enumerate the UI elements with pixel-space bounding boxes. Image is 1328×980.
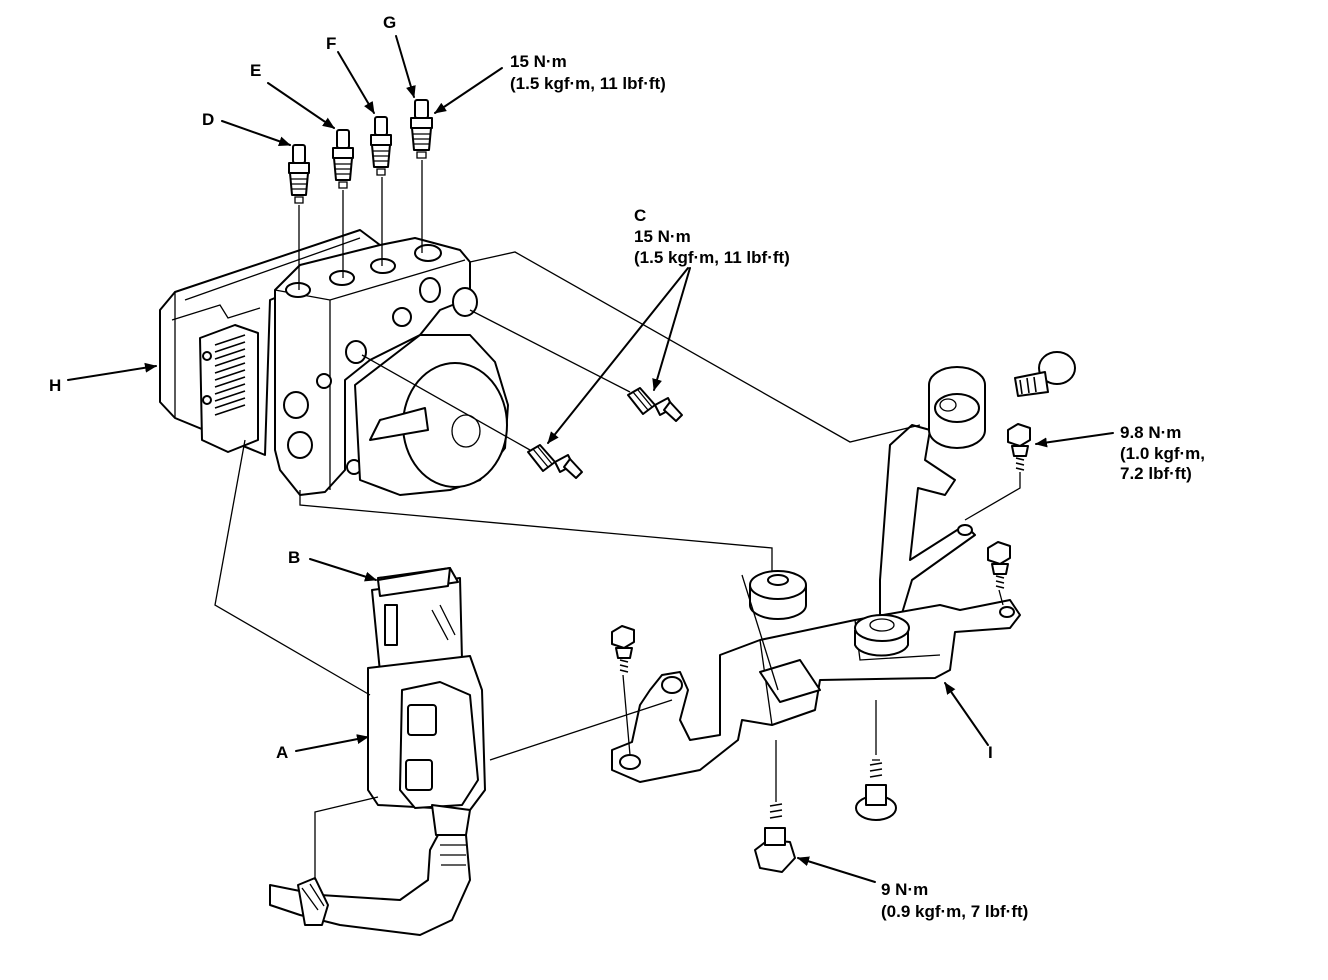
torque-mount-bolts-detail: (0.9 kgf·m, 7 lbf·ft): [881, 902, 1028, 921]
label-c: C: [634, 206, 646, 225]
torque-outlet-nuts-detail: (1.5 kgf·m, 11 lbf·ft): [634, 248, 790, 267]
leader-arrows: [67, 35, 1114, 883]
mount-bolt-lower: [855, 759, 897, 821]
modulator-bracket: [611, 366, 1021, 783]
label-g: G: [383, 13, 396, 32]
mount-bolt-bottom: [754, 740, 796, 873]
torque-bracket-bolts-value: 9.8 N·m: [1120, 423, 1181, 442]
torque-bracket-bolts-detail2: 7.2 lbf·ft): [1120, 464, 1192, 483]
mount-bolt-upper-right: [1014, 351, 1076, 397]
bracket-bolt-right: [987, 541, 1011, 589]
outlet-flare-nut-upper: [469, 309, 683, 422]
label-a: A: [276, 743, 288, 762]
flare-nut-g: [410, 99, 433, 253]
outlet-flare-nut-lower: [361, 354, 583, 479]
bracket-bolt-left: [611, 625, 635, 673]
label-e: E: [250, 61, 261, 80]
label-f: F: [326, 34, 336, 53]
flare-nut-e: [332, 129, 354, 278]
flare-nut-group: [288, 99, 433, 290]
alignment-lines: [214, 251, 1021, 880]
label-b: B: [288, 548, 300, 567]
abs-modulator-unit: [159, 229, 509, 496]
torque-outlet-nuts-value: 15 N·m: [634, 227, 691, 246]
flare-nut-f: [370, 116, 392, 266]
label-d: D: [202, 110, 214, 129]
torque-flare-nuts-value: 15 N·m: [510, 52, 567, 71]
torque-bracket-bolts-detail1: (1.0 kgf·m,: [1120, 444, 1205, 463]
torque-flare-nuts-detail: (1.5 kgf·m, 11 lbf·ft): [510, 74, 666, 93]
flare-nut-d: [288, 144, 310, 290]
harness-connector: [269, 567, 486, 936]
torque-mount-bolts-value: 9 N·m: [881, 880, 928, 899]
label-i: I: [988, 743, 993, 762]
label-h: H: [49, 376, 61, 395]
bracket-bolt-upper: [1007, 423, 1031, 480]
connector-pins: [214, 334, 246, 416]
